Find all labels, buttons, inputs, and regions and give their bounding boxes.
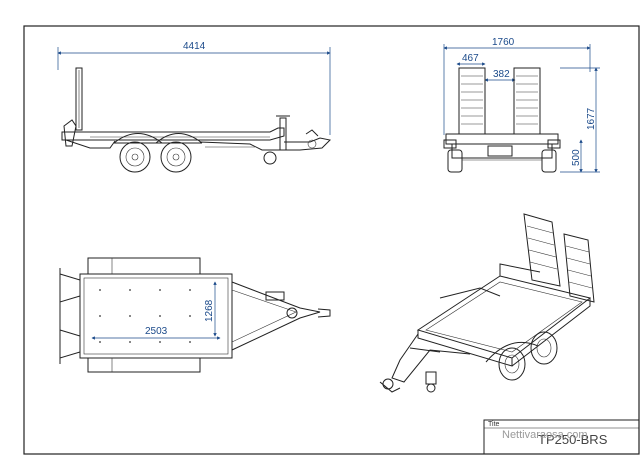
drawing-code: TP250-BRS xyxy=(538,432,608,447)
side-view: 4414 xyxy=(57,41,332,173)
title-block: Tite TP250-BRS Nettivaraosa.com xyxy=(483,419,640,455)
dim-top-width: 1268 xyxy=(204,299,215,322)
drawing-frame xyxy=(23,25,640,455)
dim-side-length: 4414 xyxy=(183,41,206,52)
watermark: Nettivaraosa.com xyxy=(502,429,588,441)
isometric-view xyxy=(379,213,595,393)
dim-rear-track: 382 xyxy=(493,69,510,80)
top-view: 2503 1268 xyxy=(59,257,331,373)
dim-rear-width: 1760 xyxy=(492,37,515,48)
rear-view: 1760 467 382 1677 500 xyxy=(443,37,600,173)
dim-rear-height: 1677 xyxy=(586,107,597,130)
title-block-label: Tite xyxy=(488,421,500,428)
dim-rear-ground: 500 xyxy=(571,149,582,166)
dim-top-length: 2503 xyxy=(145,326,168,337)
dim-rear-offset: 467 xyxy=(462,53,479,64)
